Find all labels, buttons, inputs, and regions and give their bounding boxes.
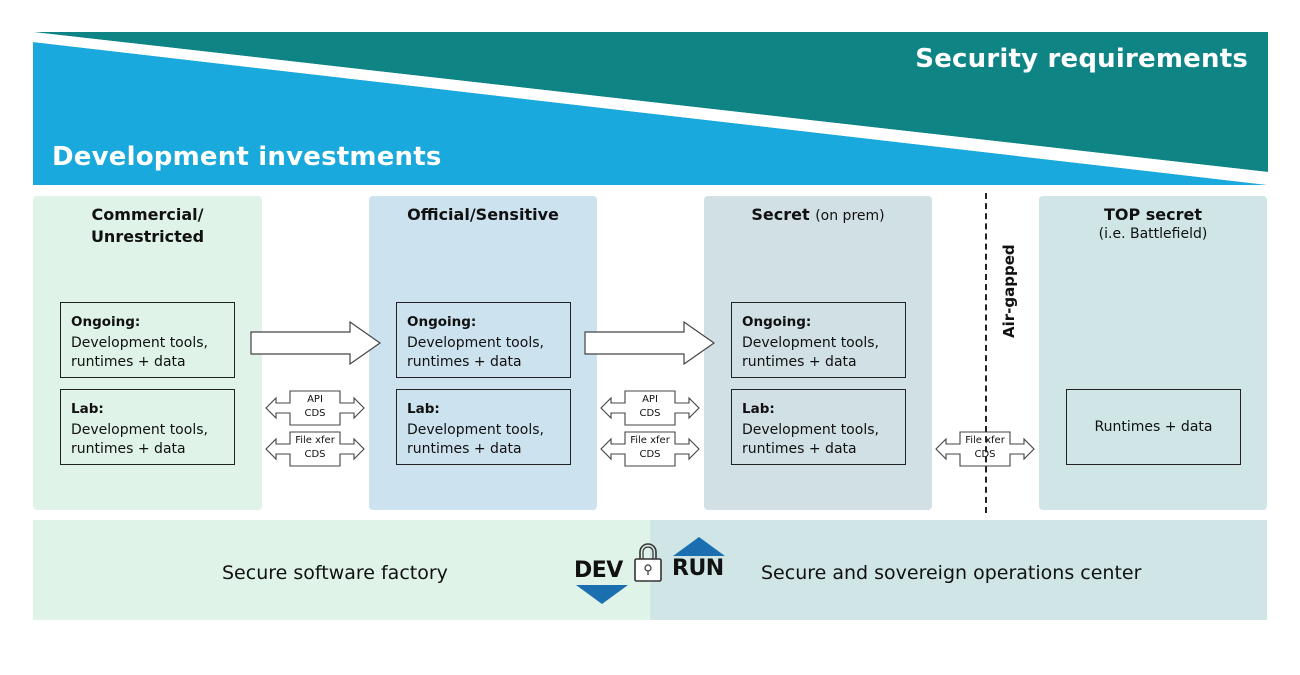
ongoing-label: Ongoing: [71,314,141,330]
cds-label-line: CDS [304,408,326,419]
double-arrow-icon [265,390,365,426]
banner-shapes [33,32,1268,185]
operations-center-label: Secure and sovereign operations center [761,562,1142,584]
column-title: Official/Sensitive [407,205,559,224]
cds-label-line: CDS [639,449,661,460]
lab-box: Lab: Development tools, runtimes + data [396,389,571,465]
airgap-divider [985,193,987,513]
ongoing-box: Ongoing: Development tools, runtimes + d… [731,302,906,378]
banner-separator [33,32,1268,185]
column-subtitle: (i.e. Battlefield) [1098,226,1208,242]
dev-label: DEV [574,558,623,583]
ongoing-label: Ongoing: [407,314,477,330]
cds-label-line: File xfer [630,435,670,446]
run-up-arrow-icon [673,537,725,556]
ongoing-box: Ongoing: Development tools, runtimes + d… [60,302,235,378]
column-secret: Secret (on prem) Ongoing: Development to… [704,196,932,510]
column-title-line: Commercial/ [91,205,204,224]
lab-line: runtimes + data [71,441,186,457]
column-title: TOP secret [1103,205,1203,224]
lab-line: runtimes + data [407,441,522,457]
double-arrow-icon [600,431,700,467]
column-title: Commercial/ Unrestricted [33,204,262,248]
cds-label-line: CDS [304,449,326,460]
api-cds-connector: API CDS [265,390,365,426]
cds-label-line: CDS [639,408,661,419]
column-title: Secret (on prem) [704,204,932,227]
cds-label: API CDS [625,393,675,421]
ongoing-label: Ongoing: [742,314,812,330]
column-official-sensitive: Official/Sensitive Ongoing: Development … [369,196,597,510]
header-banner: Security requirements Development invest… [33,32,1268,185]
lock-icon [634,543,662,582]
lab-label: Lab: [742,401,775,417]
lab-box: Lab: Development tools, runtimes + data [60,389,235,465]
secure-software-factory-panel [33,520,650,620]
ongoing-line: runtimes + data [407,354,522,370]
ongoing-box: Ongoing: Development tools, runtimes + d… [396,302,571,378]
api-cds-connector: API CDS [600,390,700,426]
flow-arrow-icon [584,321,716,365]
cds-label-line: API [307,394,323,405]
flow-arrow-icon [250,321,382,365]
column-title-line: Unrestricted [90,227,205,246]
security-requirements-title: Security requirements [915,44,1248,74]
cds-label-line: API [642,394,658,405]
airgap-label: Air-gapped [1000,244,1018,338]
runtimes-data-box: Runtimes + data [1066,389,1241,465]
lab-box: Lab: Development tools, runtimes + data [731,389,906,465]
run-label: RUN [672,556,724,581]
ongoing-line: Development tools, [407,335,544,351]
secure-software-factory-label: Secure software factory [222,562,448,584]
ongoing-line: Development tools, [71,335,208,351]
cds-label-line: File xfer [295,435,335,446]
lab-label: Lab: [71,401,104,417]
lab-line: Development tools, [407,422,544,438]
operations-center-panel [650,520,1267,620]
column-title-suffix: (on prem) [815,208,885,224]
column-title-main: Secret [751,205,810,224]
lab-label: Lab: [407,401,440,417]
column-top-secret: TOP secret (i.e. Battlefield) Runtimes +… [1039,196,1267,510]
dev-down-arrow-icon [576,585,628,604]
ongoing-line: runtimes + data [742,354,857,370]
development-investments-title: Development investments [52,142,442,172]
cds-label: API CDS [290,393,340,421]
ongoing-line: runtimes + data [71,354,186,370]
lab-line: Development tools, [742,422,879,438]
lab-line: runtimes + data [742,441,857,457]
double-arrow-icon [600,390,700,426]
lab-line: Development tools, [71,422,208,438]
double-arrow-icon [265,431,365,467]
ongoing-line: Development tools, [742,335,879,351]
column-commercial-unrestricted: Commercial/ Unrestricted Ongoing: Develo… [33,196,262,510]
